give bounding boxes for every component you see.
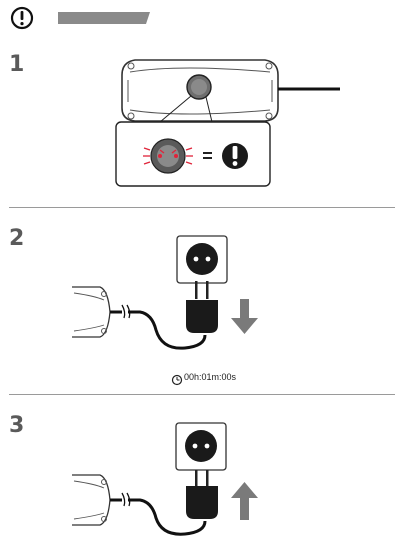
device-body xyxy=(121,59,340,122)
divider xyxy=(9,207,395,208)
step-number-3: 3 xyxy=(9,413,25,438)
cable xyxy=(110,310,207,350)
warning-icon xyxy=(222,143,248,169)
clock-icon xyxy=(171,374,183,386)
device-partial xyxy=(72,286,111,338)
blinking-red-led xyxy=(143,138,193,174)
timer-text: 00h:01m:00s xyxy=(184,372,237,382)
plug xyxy=(186,470,218,519)
cable xyxy=(110,498,207,536)
divider xyxy=(9,394,395,395)
arrow-down-icon xyxy=(231,299,258,334)
callout-box xyxy=(115,121,271,187)
exclamation-circle-icon xyxy=(10,6,34,30)
step-number-1: 1 xyxy=(9,52,25,77)
plug xyxy=(186,281,218,333)
device-partial xyxy=(72,474,111,526)
step-number-2: 2 xyxy=(9,226,25,251)
reset-button xyxy=(186,74,212,100)
header-title-bar xyxy=(58,12,150,24)
wall-socket xyxy=(176,235,228,284)
timer-label: 00h:01m:00s xyxy=(184,372,236,382)
wall-socket xyxy=(175,422,227,471)
equals-sign xyxy=(203,152,212,159)
arrow-up-icon xyxy=(231,482,258,520)
